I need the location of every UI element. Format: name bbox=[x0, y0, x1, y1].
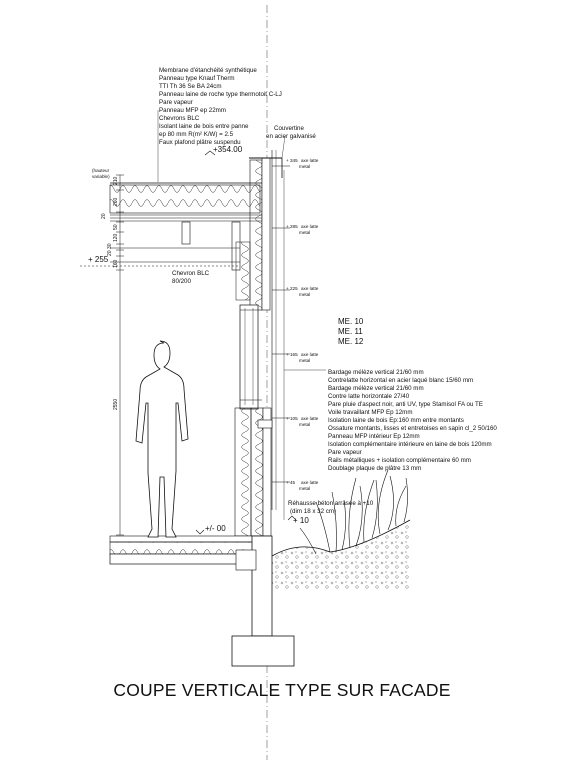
dim-120: 120 bbox=[113, 233, 119, 242]
latte-level-345: + 345 bbox=[286, 158, 298, 163]
latte-l2-225: metal bbox=[299, 292, 310, 297]
roof-note-7: Isolant laine de bois entre panne bbox=[159, 123, 249, 130]
latte-ticks bbox=[272, 165, 290, 483]
wall-note-4: Pare pluie d'aspect noir, anti UV, type … bbox=[328, 401, 483, 408]
latte-l1-285: axe latte bbox=[301, 224, 319, 229]
latte-l1-225: axe latte bbox=[301, 286, 319, 291]
wall-note-0: Bardage mélèze vertical 21/60 mm bbox=[328, 369, 424, 376]
leaders bbox=[157, 110, 326, 371]
dim-160: 160 bbox=[113, 259, 119, 268]
upper-wall bbox=[235, 150, 285, 520]
height-note-2: variable) bbox=[92, 174, 110, 179]
latte-level-285: + 285 bbox=[286, 224, 298, 229]
wall-note-9: Isolation complémentaire intérieure en l… bbox=[328, 441, 492, 448]
me-label-10: ME. 10 bbox=[338, 317, 364, 326]
latte-level-105: + 105 bbox=[286, 416, 298, 421]
latte-l2-345: metal bbox=[299, 164, 310, 169]
dim-30: 30 bbox=[107, 243, 113, 249]
foundation bbox=[231, 519, 411, 667]
roof-note-9: Faux plafond plâtre suspendu bbox=[159, 139, 241, 146]
lower-wall bbox=[234, 407, 273, 539]
couvertine-line-2: en acier galvanisé bbox=[266, 133, 316, 140]
roof-note-5: Panneau MFP ep 22mm bbox=[159, 107, 226, 114]
dim-2550: 2550 bbox=[113, 399, 119, 410]
wall-note-6: Isolation laine de bois Ep:160 mm entre … bbox=[328, 417, 464, 424]
latte-l2-45: metal bbox=[299, 486, 310, 491]
latte-level-165: + 165 bbox=[286, 352, 298, 357]
roof-note-8: ep 80 mm R(m² K/W) = 2.5 bbox=[159, 131, 234, 138]
rehausse-line-2: (dim 18 x 32 cm) bbox=[290, 508, 336, 515]
dim-260: 260 bbox=[113, 197, 119, 206]
level-markers bbox=[195, 150, 297, 535]
latte-l1-165: axe latte bbox=[301, 352, 319, 357]
dim-50: 50 bbox=[113, 224, 119, 230]
rehausse-line-1: Réhausse béton arrasée à +10 bbox=[288, 500, 374, 507]
latte-level-45: + 45 bbox=[286, 480, 296, 485]
latte-l2-285: metal bbox=[299, 230, 310, 235]
height-note-1: (hauteur bbox=[92, 168, 110, 173]
vegetation bbox=[299, 469, 408, 555]
level-floor: +/- 00 bbox=[205, 524, 226, 533]
me-label-11: ME. 11 bbox=[338, 327, 363, 336]
dim-210: 210 bbox=[113, 176, 119, 185]
roof-note-2: TTI Th 36 Se BA 24cm bbox=[159, 83, 221, 90]
roof-note-3: Panneau laine de roche type thermotoit C… bbox=[159, 91, 282, 98]
roof-note-1: Panneau type Knauf Therm bbox=[159, 75, 235, 82]
wall-annotation: Bardage mélèze vertical 21/60 mm Contrel… bbox=[328, 369, 497, 472]
wall-note-12: Doublage plaque de plâtre 13 mm bbox=[328, 465, 421, 472]
couvertine-line-1: Couvertine bbox=[274, 125, 304, 132]
wall-note-8: Panneau MFP intérieur Ep 12mm bbox=[328, 433, 420, 440]
window bbox=[239, 304, 262, 410]
latte-l2-165: metal bbox=[299, 358, 310, 363]
wall-note-11: Rails métalliques + isolation complément… bbox=[328, 457, 471, 464]
me-label-12: ME. 12 bbox=[338, 337, 364, 346]
roof-note-6: Chevrons BLC bbox=[159, 115, 200, 122]
latte-l2-105: metal bbox=[299, 422, 310, 427]
roof-note-0: Membrane d'étanchéité synthétique bbox=[159, 67, 257, 74]
roof-assembly bbox=[109, 182, 262, 271]
level-top: +354.00 bbox=[213, 145, 243, 154]
wall-note-5: Voile travaillant MFP Ep 12mm bbox=[328, 409, 412, 416]
dimension-chain bbox=[80, 174, 240, 536]
wall-note-10: Pare vapeur bbox=[328, 449, 362, 456]
dim-20b: 20 bbox=[107, 250, 113, 256]
chevron-line-2: 80/200 bbox=[172, 278, 191, 285]
latte-l1-45: axe latte bbox=[301, 480, 319, 485]
roof-note-4: Pare vapeur bbox=[159, 99, 193, 106]
level-mid: + 255 bbox=[88, 255, 109, 264]
level-ground: + 10 bbox=[293, 516, 309, 525]
wall-note-1: Contrelatte horizontal en acier laqué bl… bbox=[328, 377, 473, 384]
left-dims: 210 260 20 50 120 30 20 160 2550 bbox=[101, 176, 119, 410]
roof-annotation: Membrane d'étanchéité synthétique Pannea… bbox=[159, 67, 282, 146]
wall-note-3: Contre latte horizontale 27/40 bbox=[328, 393, 410, 400]
wall-note-2: Bardage mélèze vertical 21/60 mm bbox=[328, 385, 424, 392]
latte-level-225: + 225 bbox=[286, 286, 298, 291]
wall-note-7: Ossature montants, lisses et entretoises… bbox=[328, 425, 497, 432]
dim-20: 20 bbox=[101, 213, 107, 219]
chevron-line-1: Chevron BLC bbox=[172, 270, 210, 277]
human-figure bbox=[135, 340, 189, 538]
latte-l1-105: axe latte bbox=[301, 416, 319, 421]
latte-labels: + 345 axe latte metal + 285 axe latte me… bbox=[286, 158, 319, 491]
latte-l1-345: axe latte bbox=[301, 158, 319, 163]
drawing-title: COUPE VERTICALE TYPE SUR FACADE bbox=[113, 680, 450, 700]
